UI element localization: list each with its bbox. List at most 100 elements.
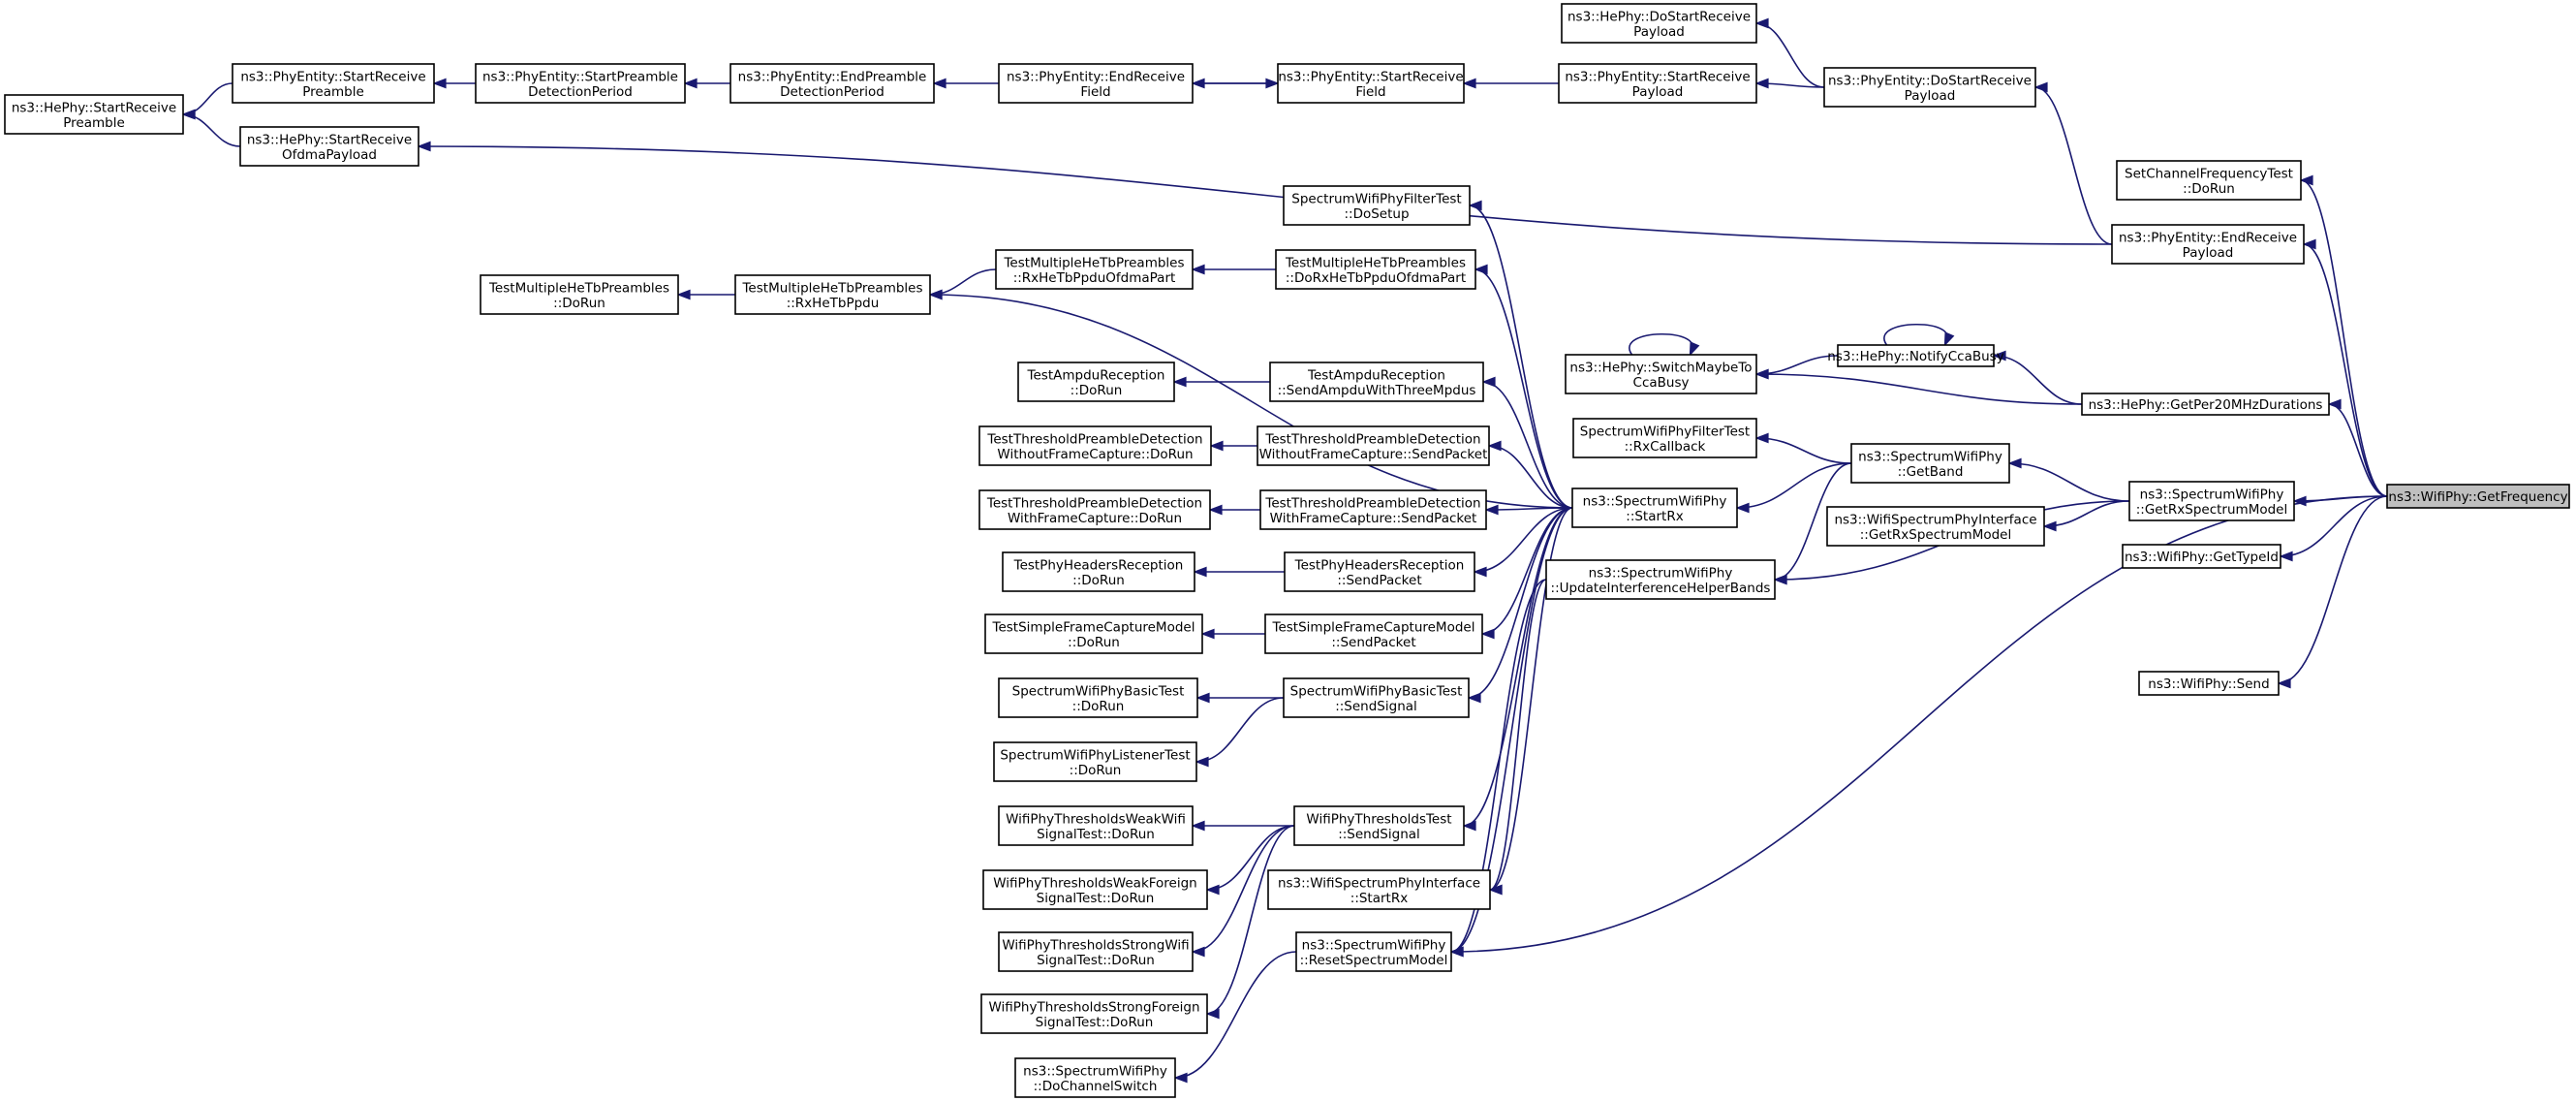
node-label-line: TestThresholdPreambleDetection (1264, 431, 1480, 447)
function-node[interactable]: WifiPhyThresholdsWeakForeignSignalTest::… (982, 869, 1208, 910)
edge-n26-to-n12 (1468, 200, 1573, 509)
edge-n4-to-n5 (1193, 78, 1280, 89)
node-box (998, 63, 1194, 104)
function-node[interactable]: ns3::SpectrumWifiPhy::GetRxSpectrumModel (2128, 481, 2295, 521)
edge-n26-to-n34 (1473, 507, 1573, 578)
function-node[interactable]: ns3::WifiSpectrumPhyInterface::StartRx (1267, 869, 1491, 910)
function-node[interactable]: TestPhyHeadersReception::DoRun (1002, 551, 1195, 592)
function-node[interactable]: ns3::HePhy::NotifyCcaBusy (1827, 344, 2004, 367)
edge-n26-to-n40 (1467, 507, 1573, 704)
node-label-line: Payload (1905, 88, 1956, 104)
edge-n14-to-n13 (676, 289, 736, 300)
function-node[interactable]: TestMultipleHeTbPreambles::DoRxHeTbPpduO… (1275, 249, 1476, 290)
node-label-line: ns3::PhyEntity::StartReceive (1278, 69, 1463, 84)
edge-n27-to-n23 (2007, 457, 2130, 502)
function-node[interactable]: ns3::SpectrumWifiPhy::StartRx (1571, 488, 1738, 528)
node-label-line: ::DoRxHeTbPpduOfdmaPart (1286, 270, 1466, 286)
edge-n8-to-n6 (1754, 78, 1825, 89)
function-node[interactable]: TestMultipleHeTbPreambles::RxHeTbPpduOfd… (995, 249, 1194, 290)
function-node[interactable]: TestAmpduReception::DoRun (1017, 362, 1175, 402)
function-node[interactable]: SpectrumWifiPhyFilterTest::RxCallback (1572, 418, 1757, 458)
node-label-line: TestMultipleHeTbPreambles (1003, 255, 1184, 270)
function-node[interactable]: SetChannelFrequencyTest::DoRun (2116, 160, 2302, 201)
node-label-line: ::DoRun (553, 296, 605, 311)
node-label-line: DetectionPeriod (528, 84, 633, 100)
function-node[interactable]: TestPhyHeadersReception::SendPacket (1284, 551, 1475, 592)
node-box (1264, 613, 1483, 654)
node-label-line: TestAmpduReception (1027, 367, 1165, 383)
node-box (2122, 544, 2281, 569)
node-box (1257, 425, 1490, 466)
node-label-line: TestMultipleHeTbPreambles (741, 280, 922, 296)
function-node[interactable]: TestThresholdPreambleDetectionWithoutFra… (978, 425, 1212, 466)
edge-n2-to-n1 (432, 78, 477, 89)
node-box (480, 274, 679, 315)
function-node[interactable]: TestSimpleFrameCaptureModel::SendPacket (1264, 613, 1483, 654)
function-node[interactable]: TestThresholdPreambleDetectionWithoutFra… (1257, 425, 1490, 466)
node-label-line: WifiPhyThresholdsStrongWifi (1002, 937, 1189, 953)
function-node[interactable]: ns3::SpectrumWifiPhy::UpdateInterference… (1545, 559, 1776, 600)
function-node[interactable]: TestSimpleFrameCaptureModel::DoRun (984, 613, 1203, 654)
function-node[interactable]: SpectrumWifiPhyFilterTest::DoSetup (1283, 185, 1471, 226)
edge-n21-to-n20 (1172, 376, 1270, 388)
node-label-line: ns3::HePhy::StartReceive (12, 100, 176, 115)
function-node[interactable]: ns3::PhyEntity::StartPreambleDetectionPe… (475, 63, 686, 104)
node-label-line: TestThresholdPreambleDetection (986, 495, 1202, 511)
function-node[interactable]: ns3::SpectrumWifiPhy::ResetSpectrumModel (1295, 931, 1452, 972)
node-box (1017, 362, 1175, 402)
node-box (980, 993, 1208, 1034)
node-box (993, 741, 1197, 782)
edge-n28-to-n32 (2279, 495, 2388, 562)
function-node[interactable]: ns3::WifiPhy::GetFrequency (2386, 484, 2570, 509)
node-label-line: SignalTest::DoRun (1037, 891, 1155, 906)
node-label-line: ::GetBand (1898, 464, 1964, 480)
function-node[interactable]: ns3::PhyEntity::EndPreambleDetectionPeri… (729, 63, 935, 104)
function-node[interactable]: WifiPhyThresholdsStrongWifiSignalTest::D… (998, 931, 1194, 972)
function-node[interactable]: SpectrumWifiPhyBasicTest::DoRun (998, 677, 1198, 718)
function-node[interactable]: TestThresholdPreambleDetectionWithFrameC… (1259, 489, 1487, 530)
edge-n28-to-n19 (2327, 398, 2388, 497)
function-node[interactable]: SpectrumWifiPhyListenerTest::DoRun (993, 741, 1197, 782)
node-box (1545, 559, 1776, 600)
function-node[interactable]: ns3::HePhy::GetPer20MHzDurations (2081, 393, 2330, 416)
function-node[interactable]: WifiPhyThresholdsTest::SendSignal (1293, 805, 1465, 846)
edge-n15-to-n14 (928, 268, 997, 300)
edge-n26-to-n43 (1462, 507, 1573, 832)
edge-n30-to-n29 (1208, 504, 1260, 516)
edge-n19-to-n18 (1992, 350, 2083, 405)
function-node[interactable]: ns3::SpectrumWifiPhy::GetBand (1850, 443, 2010, 484)
node-label-line: ::DoRun (1068, 635, 1120, 650)
function-node[interactable]: WifiPhyThresholdsStrongForeignSignalTest… (980, 993, 1208, 1034)
node-label-line: WifiPhyThresholdsWeakForeign (993, 875, 1197, 891)
node-box (1565, 354, 1757, 394)
function-node[interactable]: WifiPhyThresholdsWeakWifiSignalTest::DoR… (998, 805, 1194, 846)
edge-n4-to-n3 (932, 78, 1000, 89)
function-node[interactable]: ns3::WifiPhy::GetTypeId (2122, 544, 2281, 569)
function-node[interactable]: TestMultipleHeTbPreambles::RxHeTbPpdu (734, 274, 931, 315)
function-node[interactable]: TestMultipleHeTbPreambles::DoRun (480, 274, 679, 315)
node-label-line: TestPhyHeadersReception (1013, 557, 1184, 573)
function-node[interactable]: ns3::WifiSpectrumPhyInterface::GetRxSpec… (1826, 506, 2045, 547)
node-box (1014, 1057, 1176, 1098)
node-box (729, 63, 935, 104)
node-box (1293, 805, 1465, 846)
node-label-line: ns3::SpectrumWifiPhy (1589, 565, 1733, 581)
node-box (2081, 393, 2330, 416)
node-label-line: ns3::PhyEntity::EndReceive (1007, 69, 1185, 84)
function-node[interactable]: ns3::WifiPhy::Send (2138, 671, 2280, 696)
function-node[interactable]: TestThresholdPreambleDetectionWithFrameC… (978, 489, 1211, 530)
function-node[interactable]: TestAmpduReception::SendAmpduWithThreeMp… (1269, 362, 1484, 402)
node-label-line: ns3::HePhy::StartReceive (247, 132, 412, 147)
function-node[interactable]: ns3::SpectrumWifiPhy::DoChannelSwitch (1014, 1057, 1176, 1098)
function-node[interactable]: SpectrumWifiPhyBasicTest::SendSignal (1283, 677, 1470, 718)
